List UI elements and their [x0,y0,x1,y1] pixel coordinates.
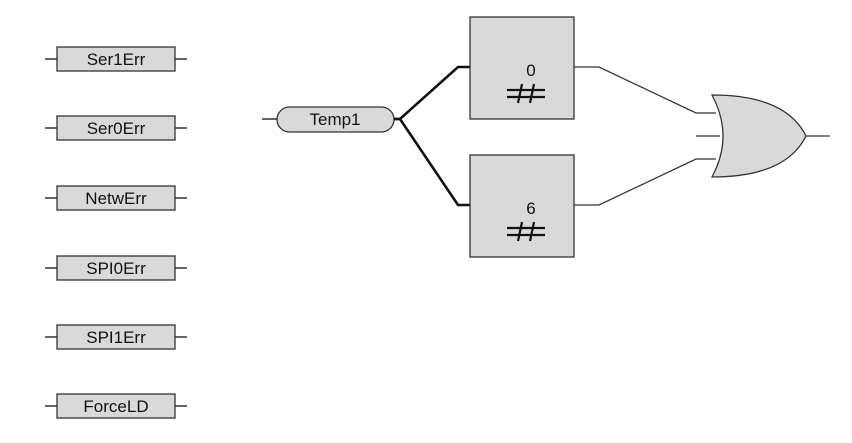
compare-block-not-equal-6[interactable]: 6 [469,154,575,258]
compare-block-body [469,16,575,120]
compare-constant-value: 0 [526,61,535,80]
not-equal-icon [507,221,545,242]
signal-tag-label: ForceLD [83,397,148,416]
compare-block-body [469,154,575,258]
wire-temp1-to-compare-0 [394,65,470,121]
signal-tag-label: NetwErr [85,189,147,208]
input-variable-temp1[interactable]: Temp1 [262,106,395,133]
signal-tag-spi0err[interactable]: SPI0Err [45,255,187,281]
signal-tag-spi1err[interactable]: SPI1Err [45,324,187,350]
signal-tag-label: SPI0Err [86,259,146,278]
signal-tag-ser0err[interactable]: Ser0Err [45,115,187,141]
signal-tag-label: SPI1Err [86,328,146,347]
wire-compare-0-to-or [574,66,716,114]
signal-tag-netwerr[interactable]: NetwErr [45,185,187,211]
or-gate-icon[interactable] [710,94,830,178]
signal-tag-box [56,185,176,211]
signal-tag-ser1err[interactable]: Ser1Err [45,46,187,72]
wire-compare-6-to-or [574,158,716,206]
signal-tag-box [56,393,176,419]
wire-temp1-to-compare-6 [394,117,470,207]
or-gate-body [710,94,807,178]
signal-tag-label: Ser1Err [87,50,146,69]
compare-block-not-equal-0[interactable]: 0 [469,16,575,120]
signal-tag-forceld[interactable]: ForceLD [45,393,187,419]
signal-tag-label: Ser0Err [87,119,146,138]
compare-constant-value: 6 [526,199,535,218]
variable-label: Temp1 [309,110,360,129]
signal-tag-box [56,324,176,350]
not-equal-icon [507,83,545,104]
signal-tag-box [56,255,176,281]
signal-tag-box [56,115,176,141]
